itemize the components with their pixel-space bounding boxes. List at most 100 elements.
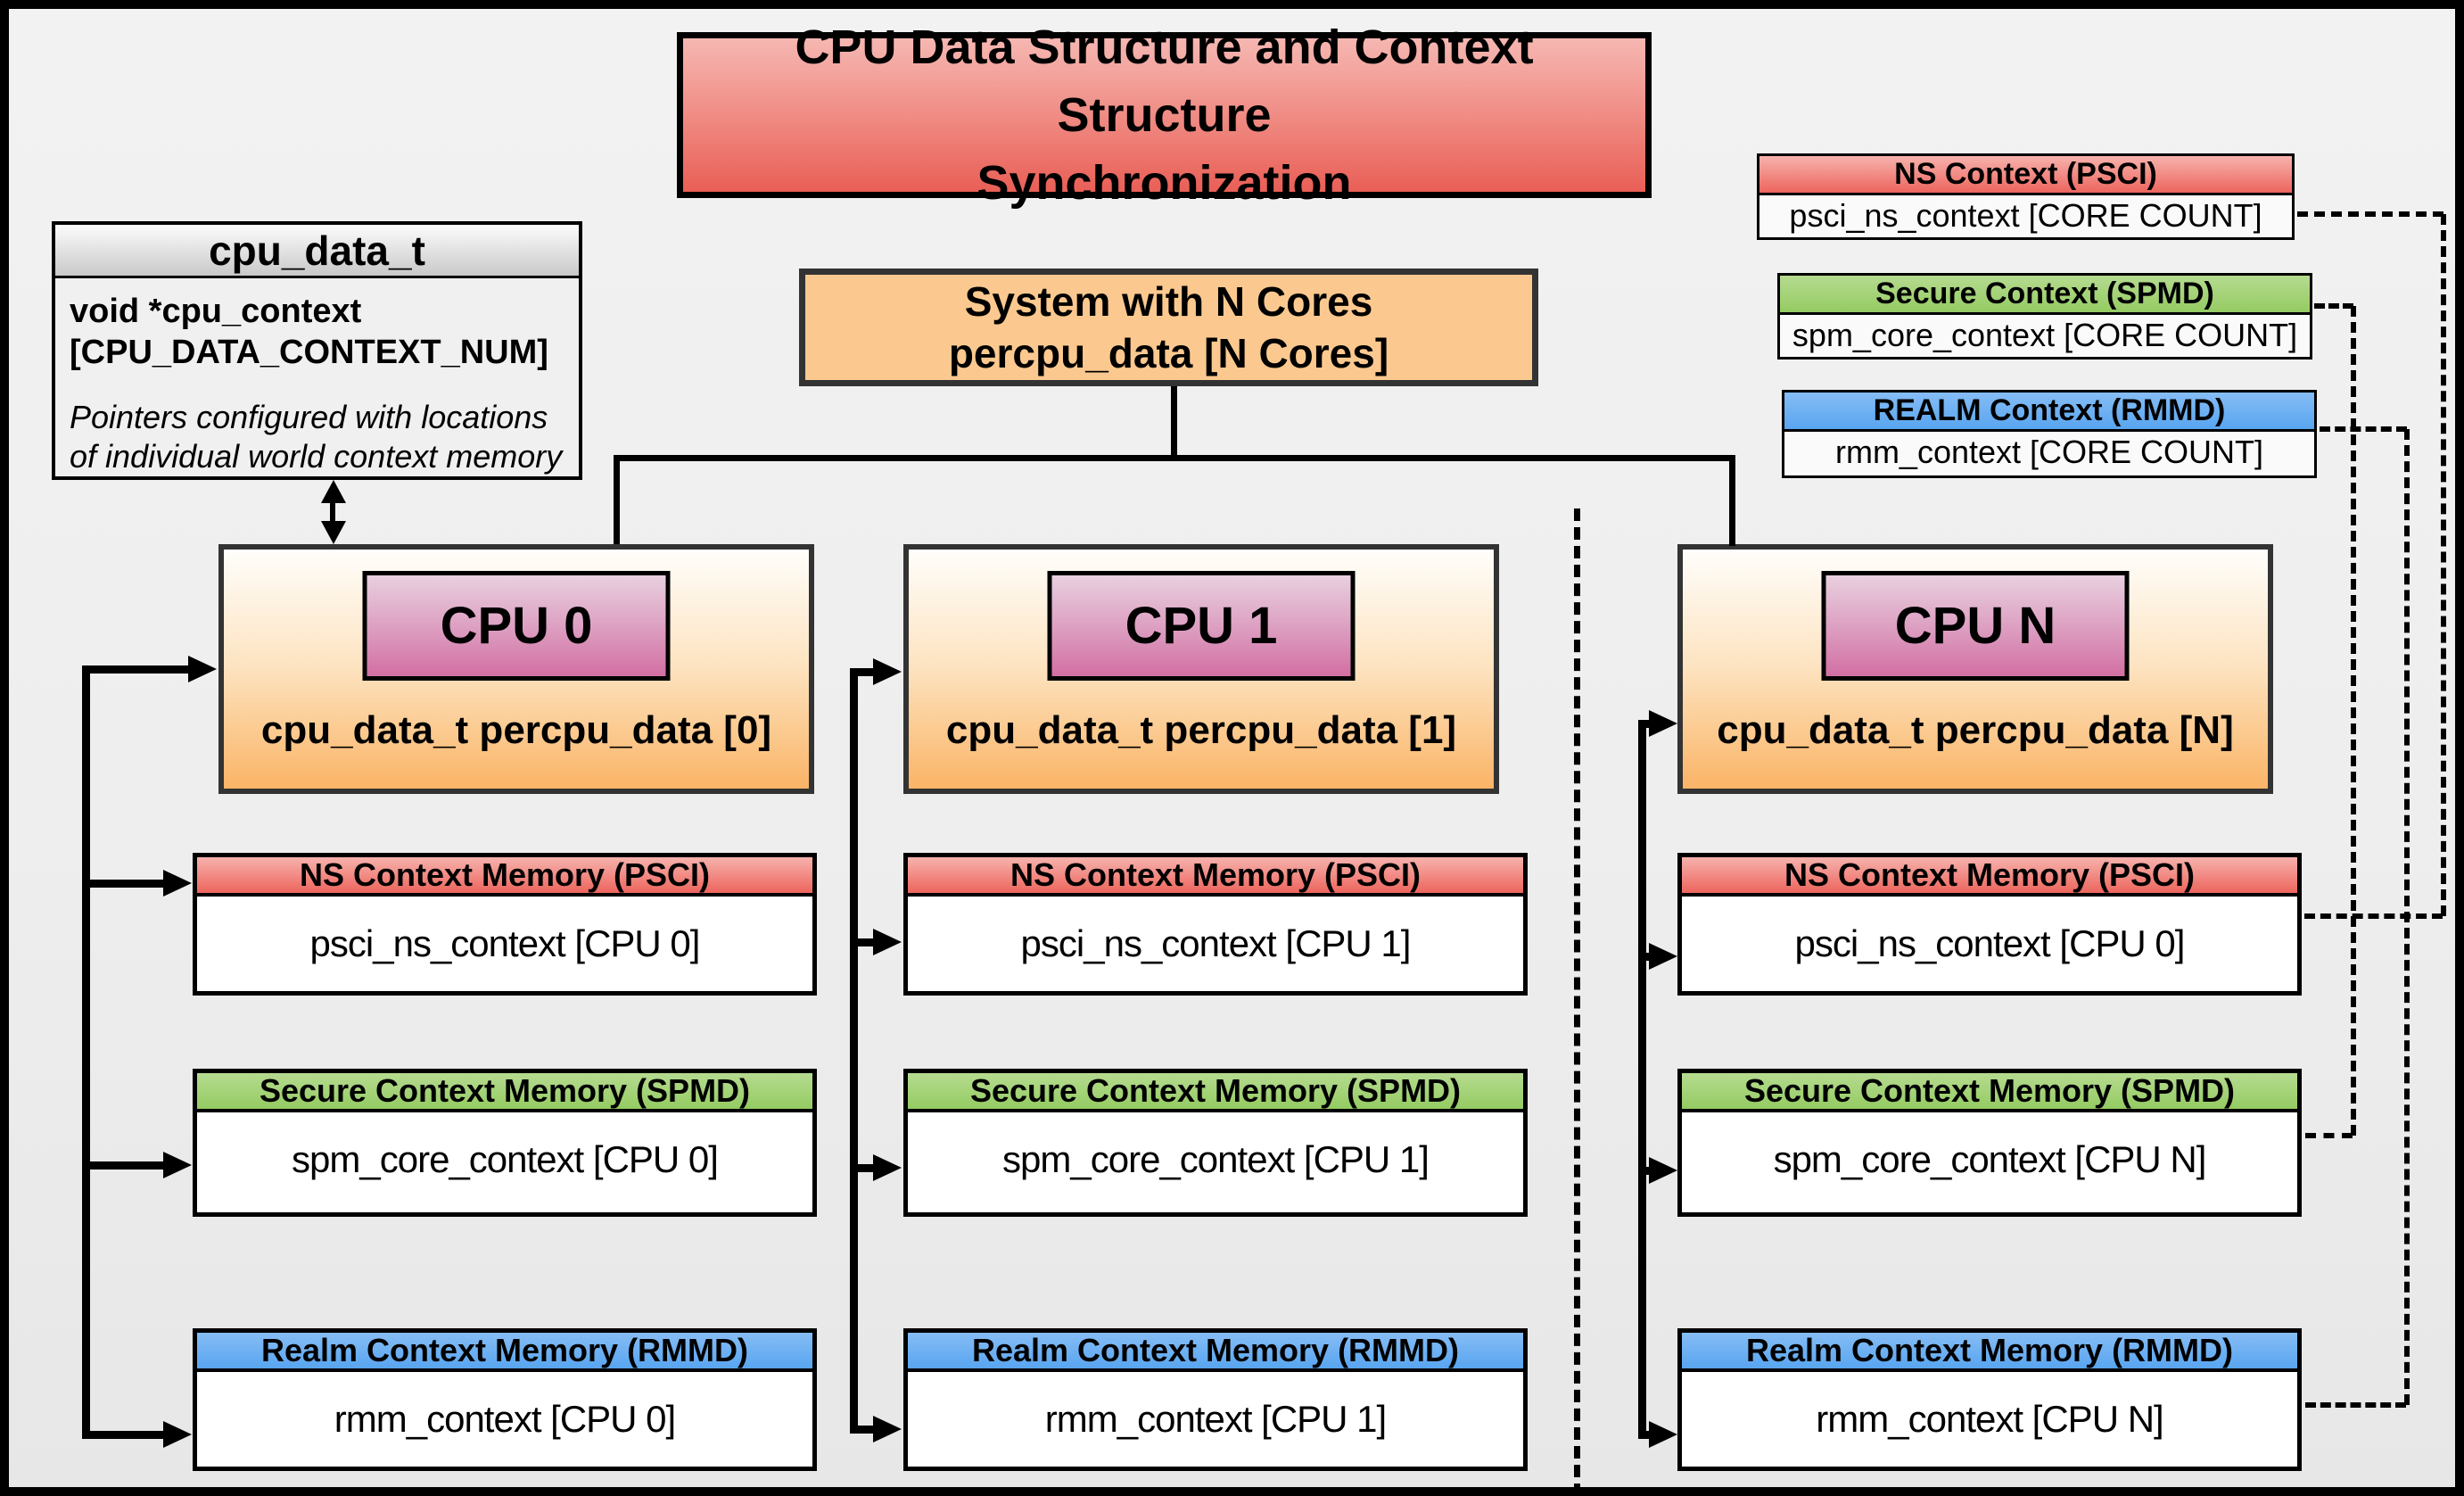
- cpu1-trunk-line: [850, 668, 858, 1433]
- cpu1-secure-context-memory: Secure Context Memory (SPMD) spm_core_co…: [903, 1069, 1528, 1217]
- cpu0-realm-arrowhead-icon: [163, 1421, 192, 1448]
- cpu0-ns-body: psci_ns_context [CPU 0]: [309, 922, 701, 964]
- legend-ns-header: NS Context (PSCI): [1759, 156, 2292, 195]
- realm-legend-dashed-h1: [2320, 426, 2407, 432]
- system-stem-line: [1171, 386, 1177, 458]
- cpu0-ns-arrowhead-icon: [163, 870, 192, 897]
- struct-cpu0-arrow-up-icon: [321, 480, 346, 503]
- legend-realm-header: REALM Context (RMMD): [1784, 393, 2314, 432]
- cpuN-ns-arrowhead-icon: [1649, 943, 1677, 970]
- cpuN-realm-header: Realm Context Memory (RMMD): [1682, 1332, 2297, 1372]
- ns-legend-dashed-h1: [2297, 211, 2443, 217]
- cpu1-ns-arrow-line: [850, 938, 875, 946]
- realm-legend-dashed-v: [2404, 429, 2410, 1405]
- cpu1-percpu-label: cpu_data_t percpu_data [1]: [945, 708, 1457, 752]
- cpu0-realm-body: rmm_context [CPU 0]: [334, 1398, 676, 1440]
- system-box-line1: System with N Cores: [964, 278, 1373, 325]
- legend-secure-header: Secure Context (SPMD): [1780, 276, 2310, 315]
- cpu-context-field-line2: [CPU_DATA_CONTEXT_NUM]: [70, 334, 548, 371]
- cpu0-percpu-label: cpu_data_t percpu_data [0]: [260, 708, 772, 752]
- cpu-data-t-note-line2: of individual world context memory: [70, 438, 563, 475]
- diagram-title: CPU Data Structure and Context Structure…: [677, 21, 1652, 210]
- cpu0-ns-arrow-line: [82, 880, 164, 888]
- cpuN-realm-arrowhead-icon: [1649, 1421, 1677, 1448]
- realm-legend-dashed-h2: [2305, 1402, 2406, 1408]
- cpuN-ns-arrow-line: [1638, 953, 1651, 961]
- system-box-line2: percpu_data [N Cores]: [948, 330, 1389, 376]
- cpu1-ns-body: psci_ns_context [CPU 1]: [1020, 922, 1412, 964]
- cpu1-box: CPU 1 cpu_data_t percpu_data [1]: [903, 544, 1499, 794]
- cpuN-trunk-line: [1638, 720, 1646, 1439]
- cpuN-realm-context-memory: Realm Context Memory (RMMD) rmm_context …: [1677, 1328, 2302, 1471]
- cpu1-ns-arrowhead-icon: [873, 929, 902, 955]
- ellipsis-separator-dashed-line: [1574, 508, 1580, 1487]
- secure-legend-dashed-v: [2351, 306, 2356, 1136]
- cpu0-realm-context-memory: Realm Context Memory (RMMD) rmm_context …: [193, 1328, 817, 1471]
- branch-drop-cpuN-line: [1729, 455, 1735, 546]
- legend-ns-context: NS Context (PSCI) psci_ns_context [CORE …: [1757, 153, 2295, 240]
- cpu0-box-arrowhead-icon: [188, 656, 217, 682]
- secure-legend-dashed-h2: [2305, 1133, 2353, 1138]
- cpu1-ns-header: NS Context Memory (PSCI): [908, 856, 1523, 897]
- cpu1-realm-body: rmm_context [CPU 1]: [1044, 1398, 1387, 1440]
- cpu0-secure-arrow-line: [82, 1161, 164, 1170]
- cpuN-secure-body: spm_core_context [CPU N]: [1773, 1138, 2207, 1180]
- cpu1-realm-context-memory: Realm Context Memory (RMMD) rmm_context …: [903, 1328, 1528, 1471]
- cpu-data-t-note: Pointers configured with locations of in…: [55, 373, 579, 476]
- cpu1-secure-header: Secure Context Memory (SPMD): [908, 1072, 1523, 1112]
- cpu1-ns-context-memory: NS Context Memory (PSCI) psci_ns_context…: [903, 853, 1528, 996]
- cpu0-box: CPU 0 cpu_data_t percpu_data [0]: [218, 544, 814, 794]
- cpu1-box-arrow-line: [850, 668, 875, 676]
- cpu-data-t-box: cpu_data_t void *cpu_context [CPU_DATA_C…: [52, 221, 582, 480]
- cpu0-secure-context-memory: Secure Context Memory (SPMD) spm_core_co…: [193, 1069, 817, 1217]
- cpu1-secure-arrow-line: [850, 1164, 875, 1172]
- cpuN-box-arrow-line: [1638, 720, 1651, 728]
- cpuN-secure-header: Secure Context Memory (SPMD): [1682, 1072, 2297, 1112]
- ns-legend-dashed-v: [2441, 214, 2446, 916]
- cpu1-secure-arrowhead-icon: [873, 1154, 902, 1181]
- cpuN-chip: CPU N: [1821, 571, 2130, 681]
- cpuN-ns-context-memory: NS Context Memory (PSCI) psci_ns_context…: [1677, 853, 2302, 996]
- legend-realm-body: rmm_context [CORE COUNT]: [1784, 432, 2314, 473]
- cpu-context-field-line1: void *cpu_context: [70, 293, 362, 330]
- cpu0-box-arrow-line: [82, 665, 189, 674]
- cpuN-box-arrowhead-icon: [1649, 710, 1677, 737]
- cpuN-secure-context-memory: Secure Context Memory (SPMD) spm_core_co…: [1677, 1069, 2302, 1217]
- diagram-title-line2: Synchronization: [977, 156, 1352, 210]
- secure-legend-dashed-h1: [2314, 303, 2353, 309]
- cpu-data-t-note-line1: Pointers configured with locations: [70, 399, 548, 435]
- legend-secure-body: spm_core_context [CORE COUNT]: [1780, 315, 2310, 356]
- cpu0-chip: CPU 0: [362, 571, 671, 681]
- legend-realm-context: REALM Context (RMMD) rmm_context [CORE C…: [1782, 390, 2317, 478]
- branch-drop-cpu0-line: [614, 455, 620, 544]
- cpuN-realm-body: rmm_context [CPU N]: [1816, 1398, 2163, 1440]
- cpu1-secure-body: spm_core_context [CPU 1]: [1002, 1138, 1430, 1180]
- cpu1-realm-arrowhead-icon: [873, 1416, 902, 1442]
- ns-legend-dashed-h2: [2304, 913, 2443, 919]
- cpuN-percpu-label: cpu_data_t percpu_data [N]: [1717, 708, 2234, 752]
- cpuN-secure-arrowhead-icon: [1649, 1157, 1677, 1184]
- cpu0-ns-header: NS Context Memory (PSCI): [197, 856, 812, 897]
- cpu-data-t-header: cpu_data_t: [55, 225, 579, 278]
- cpu0-secure-body: spm_core_context [CPU 0]: [292, 1138, 719, 1180]
- cpu-data-t-field: void *cpu_context [CPU_DATA_CONTEXT_NUM]: [55, 278, 579, 373]
- legend-ns-body: psci_ns_context [CORE COUNT]: [1759, 195, 2292, 236]
- cpu1-chip: CPU 1: [1047, 571, 1356, 681]
- cpu0-secure-arrowhead-icon: [163, 1152, 192, 1178]
- struct-cpu0-dashed-line: [330, 501, 335, 523]
- cpu0-realm-arrow-line: [82, 1431, 164, 1439]
- branch-horizontal-line: [614, 455, 1735, 461]
- diagram-title-line1: CPU Data Structure and Context Structure: [795, 21, 1534, 142]
- cpuN-ns-header: NS Context Memory (PSCI): [1682, 856, 2297, 897]
- legend-secure-context: Secure Context (SPMD) spm_core_context […: [1777, 273, 2312, 360]
- cpu0-trunk-line: [82, 665, 90, 1439]
- cpu0-ns-context-memory: NS Context Memory (PSCI) psci_ns_context…: [193, 853, 817, 996]
- cpu0-realm-header: Realm Context Memory (RMMD): [197, 1332, 812, 1372]
- cpu1-box-arrowhead-icon: [873, 658, 902, 685]
- cpu1-realm-header: Realm Context Memory (RMMD): [908, 1332, 1523, 1372]
- cpu1-realm-arrow-line: [850, 1426, 875, 1434]
- cpuN-ns-body: psci_ns_context [CPU 0]: [1794, 922, 2186, 964]
- struct-cpu0-arrow-down-icon: [321, 521, 346, 544]
- cpuN-box: CPU N cpu_data_t percpu_data [N]: [1677, 544, 2273, 794]
